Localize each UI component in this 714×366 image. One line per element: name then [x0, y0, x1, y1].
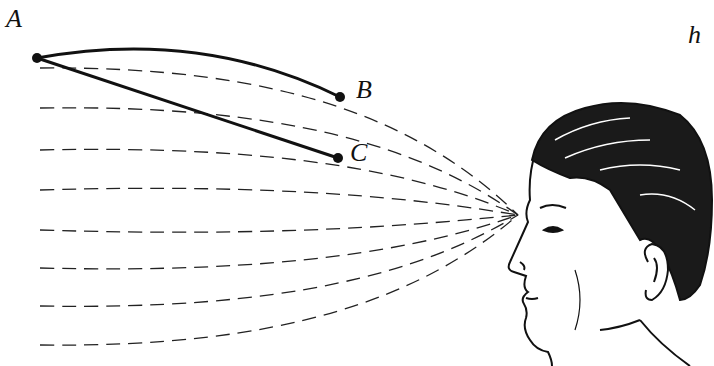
- sight-ray: [40, 215, 518, 232]
- sight-rays: [40, 68, 518, 345]
- sight-ray: [40, 149, 518, 215]
- point-label: h: [688, 22, 701, 48]
- point-label: B: [356, 77, 372, 103]
- head-drawing: [509, 103, 712, 366]
- point-dot: [335, 92, 345, 102]
- straight-line: [37, 58, 338, 158]
- sight-ray: [40, 215, 518, 306]
- point-dot: [32, 53, 42, 63]
- sight-ray: [40, 108, 518, 215]
- point-label: C: [350, 140, 367, 166]
- sight-ray: [40, 188, 518, 215]
- sight-ray: [40, 68, 518, 215]
- sight-ray: [40, 215, 518, 269]
- sight-ray: [40, 215, 518, 345]
- point-dot: [333, 153, 343, 163]
- point-label: A: [6, 6, 22, 32]
